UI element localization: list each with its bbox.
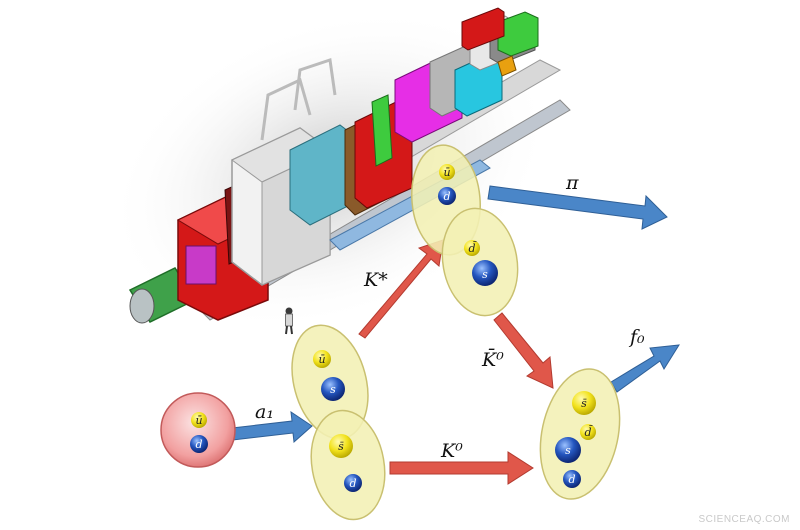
f0-hadron	[539, 368, 621, 500]
quarks: ū s s̄ d ū d d̄ s s̄ d̄ s d	[313, 164, 596, 492]
a1-meson: ū d	[160, 392, 236, 468]
quark-label: ū	[318, 353, 325, 366]
label-k-bar-0: K̄⁰	[481, 348, 504, 371]
label-k-0: K⁰	[440, 440, 463, 462]
hadrons	[291, 144, 621, 521]
quark-label: d̄	[584, 426, 593, 439]
quark-label: s̄	[581, 397, 587, 410]
a1-quark-label-bottom: d	[195, 438, 202, 451]
a1-u-bar-quark	[191, 412, 207, 428]
a1-quark-label-top: ū	[195, 414, 202, 427]
label-k-star: K*	[363, 269, 388, 291]
label-f-0: f₀	[628, 326, 645, 348]
arrow-k0	[389, 451, 534, 485]
quark-label: s̄	[338, 440, 344, 453]
watermark: SCIENCEAQ.COM	[698, 514, 790, 525]
arrow-pi	[487, 185, 668, 230]
arrow-a1	[231, 410, 313, 444]
label-a-1: a₁	[255, 401, 274, 423]
arrow-f0	[610, 344, 680, 393]
quark-label: s	[330, 383, 336, 396]
person-figure	[285, 307, 293, 335]
arrow-kbar0	[493, 312, 554, 389]
quark-label: d̄	[468, 242, 477, 255]
quark-label: d	[443, 190, 450, 203]
quark-label: d	[349, 477, 356, 490]
k0-hadron	[310, 409, 386, 521]
quark-label: d	[568, 473, 575, 486]
quark-label: s	[482, 268, 488, 281]
particle-labels: π K* K̄⁰ K⁰ f₀ a₁	[255, 172, 645, 462]
label-pi: π	[565, 172, 579, 194]
detector-illustration	[107, 7, 571, 332]
quark-label: ū	[443, 166, 450, 179]
quark-label: s	[565, 444, 571, 457]
a1-d-quark	[190, 435, 208, 453]
